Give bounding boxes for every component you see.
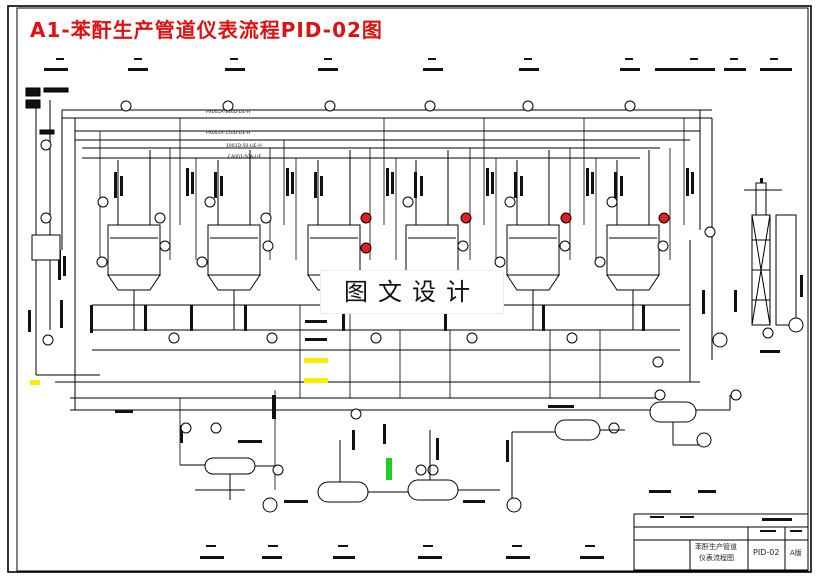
highlight-tags bbox=[30, 358, 328, 385]
title-block bbox=[633, 513, 809, 571]
left-equipment bbox=[25, 87, 69, 261]
bottom-equipment-tags bbox=[200, 490, 716, 559]
title-block-name-1: 苯酐生产管道 bbox=[695, 543, 737, 551]
condenser-3 bbox=[307, 150, 361, 291]
svg-text:PX001A-150D-LIE-H: PX001A-150D-LIE-H bbox=[206, 109, 250, 115]
title-block-sheet-size: A版 bbox=[790, 549, 802, 557]
instrument-circles bbox=[40, 100, 774, 476]
instrument-bars bbox=[28, 168, 803, 503]
watermark: 图文设计 bbox=[320, 270, 504, 314]
top-equipment-tags bbox=[44, 58, 792, 71]
condenser-1 bbox=[107, 150, 161, 330]
svg-text:1001D-50-LIE-H: 1001D-50-LIE-H bbox=[226, 143, 262, 149]
svg-text:PX001A-150D-LIE-H: PX001A-150D-LIE-H bbox=[206, 130, 250, 136]
condenser-5 bbox=[506, 150, 560, 330]
svg-text:CA001-50A-LIE: CA001-50A-LIE bbox=[228, 154, 262, 160]
outer-border bbox=[7, 5, 812, 573]
alarm-instruments bbox=[360, 212, 670, 254]
title-block-drawing-no: PID-02 bbox=[753, 548, 780, 557]
bottom-equipment bbox=[180, 395, 731, 513]
pipe-labels: PX001A-150D-LIE-H PX001A-150D-LIE-H 1001… bbox=[206, 109, 262, 160]
drawing-title: A1-苯酐生产管道仪表流程PID-02图 bbox=[30, 18, 383, 42]
title-block-name-2: 仪表流程图 bbox=[699, 554, 734, 562]
inner-border bbox=[16, 7, 809, 572]
title-block-tags bbox=[650, 516, 802, 532]
green-pipe-segment bbox=[386, 458, 392, 480]
absorption-tower bbox=[712, 182, 804, 348]
condenser-2 bbox=[207, 150, 261, 330]
condenser-4 bbox=[405, 150, 459, 291]
condenser-6 bbox=[606, 150, 660, 330]
